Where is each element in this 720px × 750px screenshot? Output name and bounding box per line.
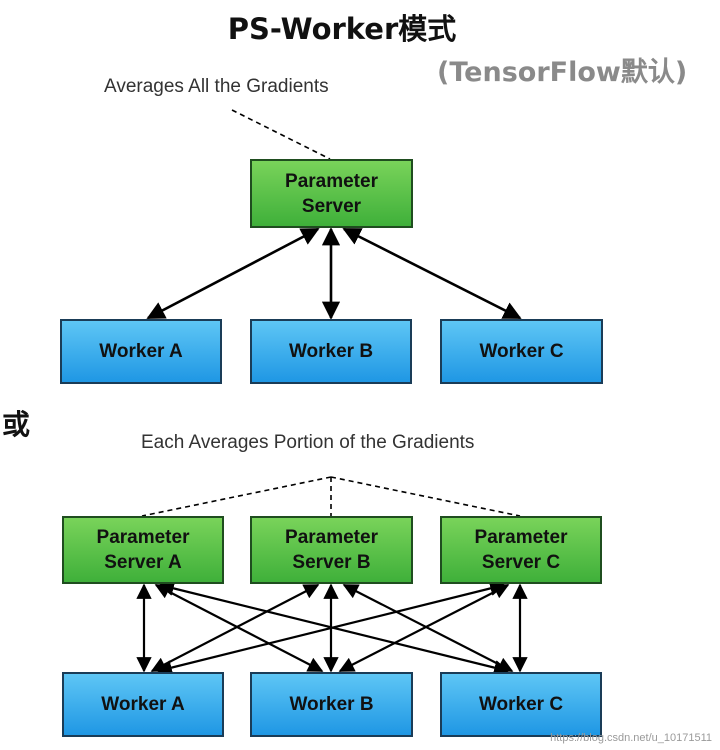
- arrow-ps-c-worker-b: [338, 584, 510, 672]
- worker-b-bottom: Worker B: [250, 672, 413, 737]
- worker-c-top-label: Worker C: [479, 341, 564, 362]
- worker-c-bottom: Worker C: [440, 672, 602, 737]
- worker-c-bottom-label: Worker C: [478, 694, 564, 715]
- bottom-note-pointer-left: [141, 476, 332, 517]
- arrow-server-worker-c: [342, 227, 522, 320]
- worker-a-bottom: Worker A: [62, 672, 224, 737]
- top-note: Averages All the Gradients: [104, 76, 329, 97]
- worker-b-top: Worker B: [250, 319, 412, 384]
- bottom-note-pointer-right: [330, 476, 521, 517]
- worker-a-bottom-label: Worker A: [101, 694, 185, 715]
- arrow-ps-b-worker-a: [150, 584, 320, 672]
- parameter-server-a: Parameter Server A: [62, 516, 224, 584]
- diagram-title: PS-Worker模式: [227, 12, 457, 46]
- parameter-server-b: Parameter Server B: [250, 516, 413, 584]
- arrow-ps-b-worker-c: [342, 584, 514, 672]
- worker-b-top-label: Worker B: [288, 341, 374, 362]
- worker-a-top-label: Worker A: [99, 341, 183, 362]
- worker-a-top: Worker A: [60, 319, 222, 384]
- separator-or: 或: [2, 408, 31, 441]
- watermark: https://blog.csdn.net/u_10171511: [550, 732, 712, 744]
- bottom-note: Each Averages Portion of the Gradients: [141, 432, 475, 453]
- worker-b-bottom-label: Worker B: [289, 694, 374, 715]
- parameter-server: Parameter Server: [250, 159, 413, 228]
- parameter-server-label: Parameter Server: [285, 170, 378, 217]
- parameter-server-b-label: Parameter Server B: [285, 527, 378, 573]
- worker-c-top: Worker C: [440, 319, 603, 384]
- top-note-pointer: [231, 109, 331, 160]
- diagram-subtitle: (TensorFlow默认): [437, 57, 688, 88]
- arrow-server-worker-a: [146, 227, 320, 320]
- arrow-ps-a-worker-b: [154, 584, 324, 672]
- parameter-server-c-label: Parameter Server C: [474, 527, 568, 573]
- parameter-server-a-label: Parameter Server A: [96, 527, 190, 573]
- parameter-server-c: Parameter Server C: [440, 516, 602, 584]
